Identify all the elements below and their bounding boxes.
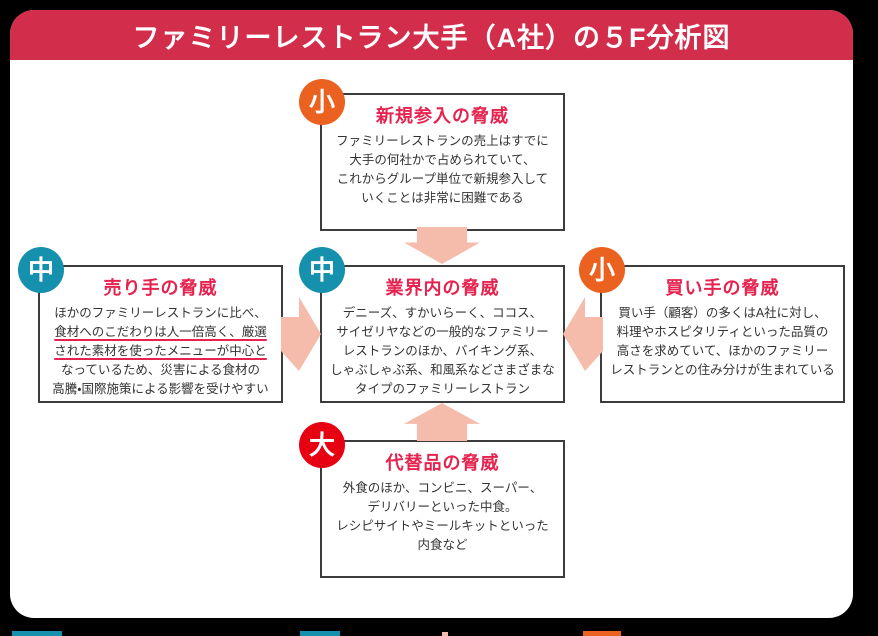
cutoff-fragment (442, 632, 448, 636)
force-description: ほかのファミリーレストランに比べ、食材へのこだわりは人一倍高く、厳選された素材を… (52, 306, 269, 396)
threat-level-badge-new-entrants: 小 (299, 79, 345, 125)
force-title: 売り手の脅威 (103, 278, 218, 298)
diagram-title: ファミリーレストラン大手（A社）の５F分析図 (132, 22, 731, 53)
cutoff-fragment (12, 631, 62, 636)
force-title: 代替品の脅威 (385, 453, 500, 473)
force-title: 新規参入の脅威 (376, 106, 509, 126)
diagram-title-bar: ファミリーレストラン大手（A社）の５F分析図 (10, 10, 853, 60)
threat-level-badge-suppliers: 中 (18, 247, 64, 293)
cutoff-fragment (300, 631, 340, 636)
force-title: 業界内の脅威 (385, 278, 500, 298)
force-box-industry: 業界内の脅威 デニーズ、すかいらーく、ココス、サイゼリヤなどの一般的なファミリー… (320, 265, 565, 403)
threat-level-badge-buyers: 小 (579, 247, 625, 293)
force-description: デニーズ、すかいらーく、ココス、サイゼリヤなどの一般的なファミリーレストランのほ… (330, 306, 555, 396)
force-box-suppliers: 売り手の脅威 ほかのファミリーレストランに比べ、食材へのこだわりは人一倍高く、厳… (38, 265, 283, 403)
force-description: 外食のほか、コンビニ、スーパー、デリバリーといった中食。レシピサイトやミールキッ… (336, 481, 549, 552)
force-description: 買い手（顧客）の多くはA社に対し、料理やホスピタリティといった品質の高さを求めて… (610, 306, 835, 377)
threat-level-badge-industry: 中 (299, 247, 345, 293)
force-description: ファミリーレストランの売上はすでに大手の何社かで占められていて、これからグループ… (336, 134, 549, 205)
force-box-new-entrants: 新規参入の脅威 ファミリーレストランの売上はすでに大手の何社かで占められていて、… (320, 93, 565, 231)
force-box-substitutes: 代替品の脅威 外食のほか、コンビニ、スーパー、デリバリーといった中食。レシピサイ… (320, 440, 565, 578)
threat-level-badge-substitutes: 大 (299, 422, 345, 468)
cutoff-fragment (583, 631, 621, 636)
force-title: 買い手の脅威 (665, 278, 780, 298)
force-box-buyers: 買い手の脅威 買い手（顧客）の多くはA社に対し、料理やホスピタリティといった品質… (600, 265, 845, 403)
